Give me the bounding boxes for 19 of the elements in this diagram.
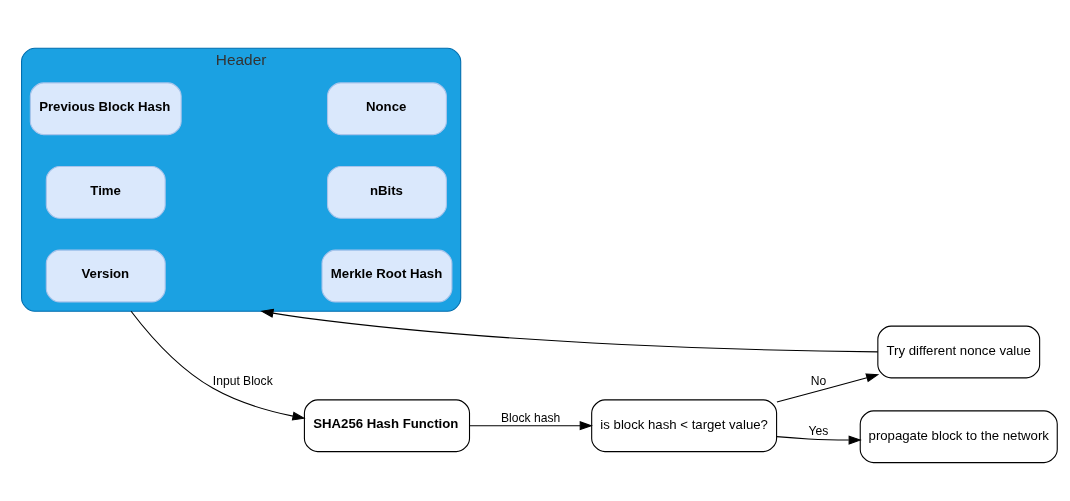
arrow: [130, 310, 306, 421]
edge-label: No: [810, 373, 827, 388]
node-box: SHA256 Hash Function: [303, 398, 471, 452]
arrow: [260, 308, 879, 352]
node-box: Merkle Root Hash: [321, 249, 453, 302]
edge-label: Yes: [808, 423, 829, 438]
node-box: nBits: [326, 165, 447, 219]
arrow: [469, 420, 593, 430]
node-box: Previous Block Hash: [29, 81, 182, 135]
node-box: is block hash < target value?: [591, 398, 778, 452]
node-box: Time: [45, 165, 166, 219]
edge-label: Block hash: [501, 410, 561, 425]
node-box: Try different nonce value: [877, 325, 1041, 378]
arrow: [776, 434, 862, 445]
node-box: propagate block to the network: [859, 409, 1058, 463]
arrow: [776, 372, 880, 403]
edge-label: Input Block: [212, 373, 273, 388]
node-box: Nonce: [326, 81, 447, 135]
node-box: Version: [45, 249, 166, 302]
